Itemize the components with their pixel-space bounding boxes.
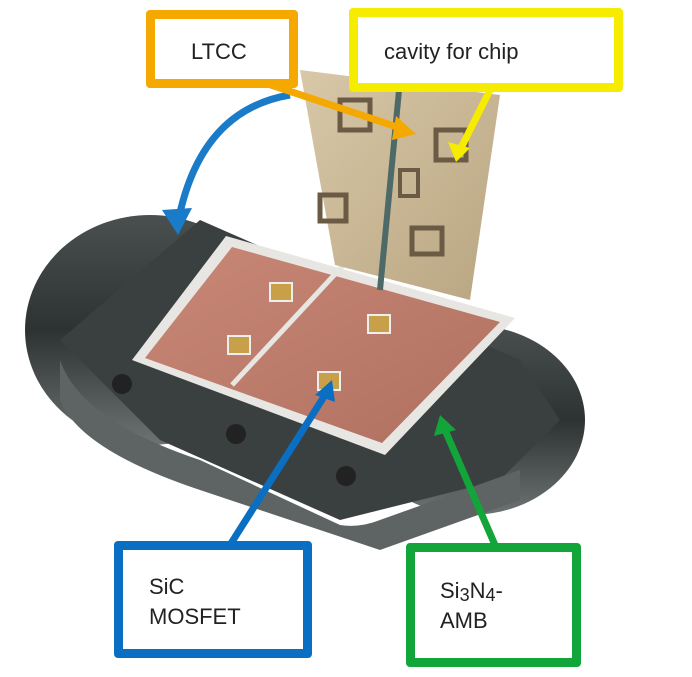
amb-dash: - — [495, 578, 503, 603]
callout-arrows — [162, 80, 499, 547]
amb-n: N — [469, 578, 486, 603]
sic-label-line2: MOSFET — [149, 604, 241, 629]
ltcc-label: LTCC — [146, 10, 298, 88]
amb-sub-4: 4 — [485, 585, 496, 605]
cavity-label-text: cavity for chip — [384, 39, 519, 64]
amb-substrate — [132, 236, 515, 455]
amb-si: Si — [440, 578, 460, 603]
amb-label-line1: Si3N4- — [440, 576, 572, 606]
ltcc-board — [300, 70, 500, 300]
amb-label-line2: AMB — [440, 608, 488, 633]
sic-mosfet-label: SiC MOSFET — [114, 541, 312, 658]
ltcc-label-text: LTCC — [191, 39, 247, 64]
cavity-label: cavity for chip — [349, 8, 623, 92]
si3n4-amb-label: Si3N4- AMB — [406, 543, 581, 667]
sic-label-line1: SiC — [149, 574, 185, 599]
amb-sub-3: 3 — [459, 585, 470, 605]
